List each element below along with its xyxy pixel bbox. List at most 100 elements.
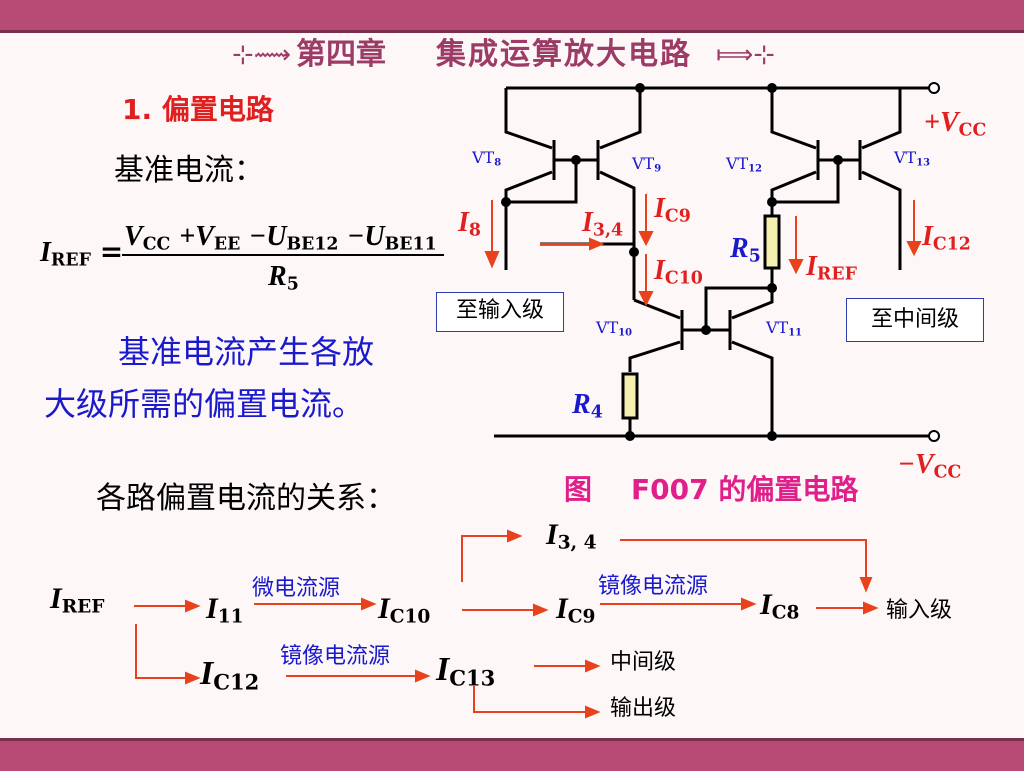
- flow-iref-sub: REF: [61, 596, 105, 618]
- r5-resistor: [763, 214, 781, 270]
- num-minus-u2: −U: [347, 221, 385, 252]
- flow-ic13-sub: C13: [449, 665, 496, 691]
- header-ornament-right: ⟾⊹: [716, 40, 776, 70]
- vcc-pos-symbol: +V: [924, 107, 959, 138]
- ic9-label: IC9: [654, 194, 691, 226]
- i8-sub: 8: [468, 220, 481, 241]
- vt8-label: VT8: [472, 150, 501, 168]
- circuit-caption: 图 F007 的偏置电路: [564, 473, 859, 506]
- vt10-sub: 10: [618, 327, 633, 339]
- den-sub: 5: [286, 274, 299, 295]
- chapter-label: 第四章: [296, 37, 386, 72]
- flow-ic10-symbol: I: [378, 592, 390, 625]
- num-be12: BE12: [286, 234, 339, 255]
- formula-denominator: R5: [268, 262, 299, 294]
- num-ee: EE: [213, 234, 241, 255]
- formula-lhs-symbol: I: [40, 237, 51, 268]
- flow-i11: I11: [206, 594, 244, 627]
- to-middle-stage: 中间级: [610, 650, 677, 675]
- mirror-source-label-1: 镜像电流源: [598, 574, 709, 599]
- vt8-name: VT: [472, 148, 495, 167]
- vcc-neg-symbol: −V: [898, 449, 934, 480]
- vt10-name: VT: [596, 318, 619, 337]
- vt13-label: VT13: [894, 150, 930, 168]
- flow-ic10: IC10: [378, 594, 430, 627]
- desc-line-1: 基准电流产生各放: [118, 333, 375, 371]
- flow-i11-sub: 11: [217, 606, 244, 628]
- flow-ic13: IC13: [436, 651, 496, 691]
- r4-resistor: [621, 372, 639, 420]
- section-heading: 1. 偏置电路: [122, 93, 274, 126]
- vt8-sub: 8: [494, 157, 502, 169]
- flow-ic9-sub: C9: [567, 606, 596, 628]
- den-r: R: [268, 261, 287, 292]
- r4-label: R4: [572, 390, 603, 422]
- ic9-sub: C9: [664, 206, 691, 227]
- chapter-title: 集成运算放大电路: [436, 37, 692, 72]
- num-minus-u1: −U: [249, 221, 287, 252]
- ref-current-label: 基准电流：: [114, 153, 264, 188]
- vt12-sub: 12: [748, 163, 763, 175]
- flow-i34: I3, 4: [546, 520, 597, 553]
- flow-ic8-symbol: I: [760, 588, 772, 621]
- header-ornament-left: ⊹⟿: [232, 40, 292, 70]
- vt12-name: VT: [726, 154, 749, 173]
- to-output-stage: 输出级: [610, 696, 677, 721]
- vt10-label: VT10: [596, 320, 632, 338]
- vt9-sub: 9: [654, 163, 662, 175]
- to-middle-stage-box: 至中间级: [846, 298, 984, 342]
- flow-ic8-sub: C8: [771, 602, 800, 624]
- i8-label: I8: [458, 208, 481, 240]
- num-v: V: [124, 221, 143, 252]
- ic9-symbol: I: [654, 193, 665, 224]
- formula-numerator: VCC +VEE −UBE12 −UBE11: [124, 222, 437, 254]
- num-plus-v: +V: [179, 221, 214, 252]
- top-bar: [0, 0, 1024, 33]
- relations-label: 各路偏置电流的关系：: [96, 481, 396, 516]
- vcc-neg-sub: CC: [933, 462, 962, 483]
- vt9-name: VT: [632, 154, 655, 173]
- ic10-symbol: I: [654, 255, 665, 286]
- i8-symbol: I: [458, 207, 469, 238]
- i34-label: I3,4: [582, 208, 623, 240]
- formula-lhs: IREF =: [40, 238, 123, 270]
- vt11-label: VT11: [766, 320, 802, 338]
- flow-ic12-symbol: I: [200, 655, 214, 692]
- iref-circuit-sub: REF: [816, 264, 857, 285]
- vcc-pos-sub: CC: [958, 120, 987, 141]
- flow-ic9-symbol: I: [556, 592, 568, 625]
- ic12-sub: C12: [932, 234, 971, 255]
- i34-sub: 3,4: [592, 220, 624, 241]
- iref-circuit-symbol: I: [806, 251, 817, 282]
- flow-i34-sub: 3, 4: [557, 532, 597, 554]
- vt11-name: VT: [766, 318, 789, 337]
- flow-ic9: IC9: [556, 594, 595, 627]
- vt11-sub: 11: [788, 327, 803, 339]
- ic12-symbol: I: [922, 221, 933, 252]
- flow-iref: IREF: [50, 584, 105, 617]
- i34-symbol: I: [582, 207, 593, 238]
- bottom-bar: [0, 738, 1024, 771]
- ic12-label: IC12: [922, 222, 971, 254]
- ic10-sub: C10: [664, 268, 703, 289]
- r5-label: R5: [730, 234, 761, 266]
- ic10-label: IC10: [654, 256, 703, 288]
- flow-ic12-sub: C12: [213, 669, 260, 695]
- vt12-label: VT12: [726, 156, 762, 174]
- flow-iref-symbol: I: [50, 582, 62, 615]
- formula-fraction-bar: [122, 254, 444, 256]
- iref-circuit-label: IREF: [806, 252, 857, 284]
- flow-i34-symbol: I: [546, 518, 558, 551]
- flow-ic8: IC8: [760, 590, 799, 623]
- r5-symbol: R: [730, 233, 749, 264]
- flow-ic12: IC12: [200, 655, 260, 695]
- mirror-source-label-2: 镜像电流源: [280, 644, 391, 669]
- r5-sub: 5: [748, 246, 761, 267]
- desc-line-2: 大级所需的偏置电流。: [44, 385, 365, 423]
- flow-ic13-symbol: I: [436, 651, 450, 688]
- flow-i11-symbol: I: [206, 592, 218, 625]
- to-input-stage: 输入级: [886, 598, 953, 623]
- formula-eq: =: [99, 235, 124, 268]
